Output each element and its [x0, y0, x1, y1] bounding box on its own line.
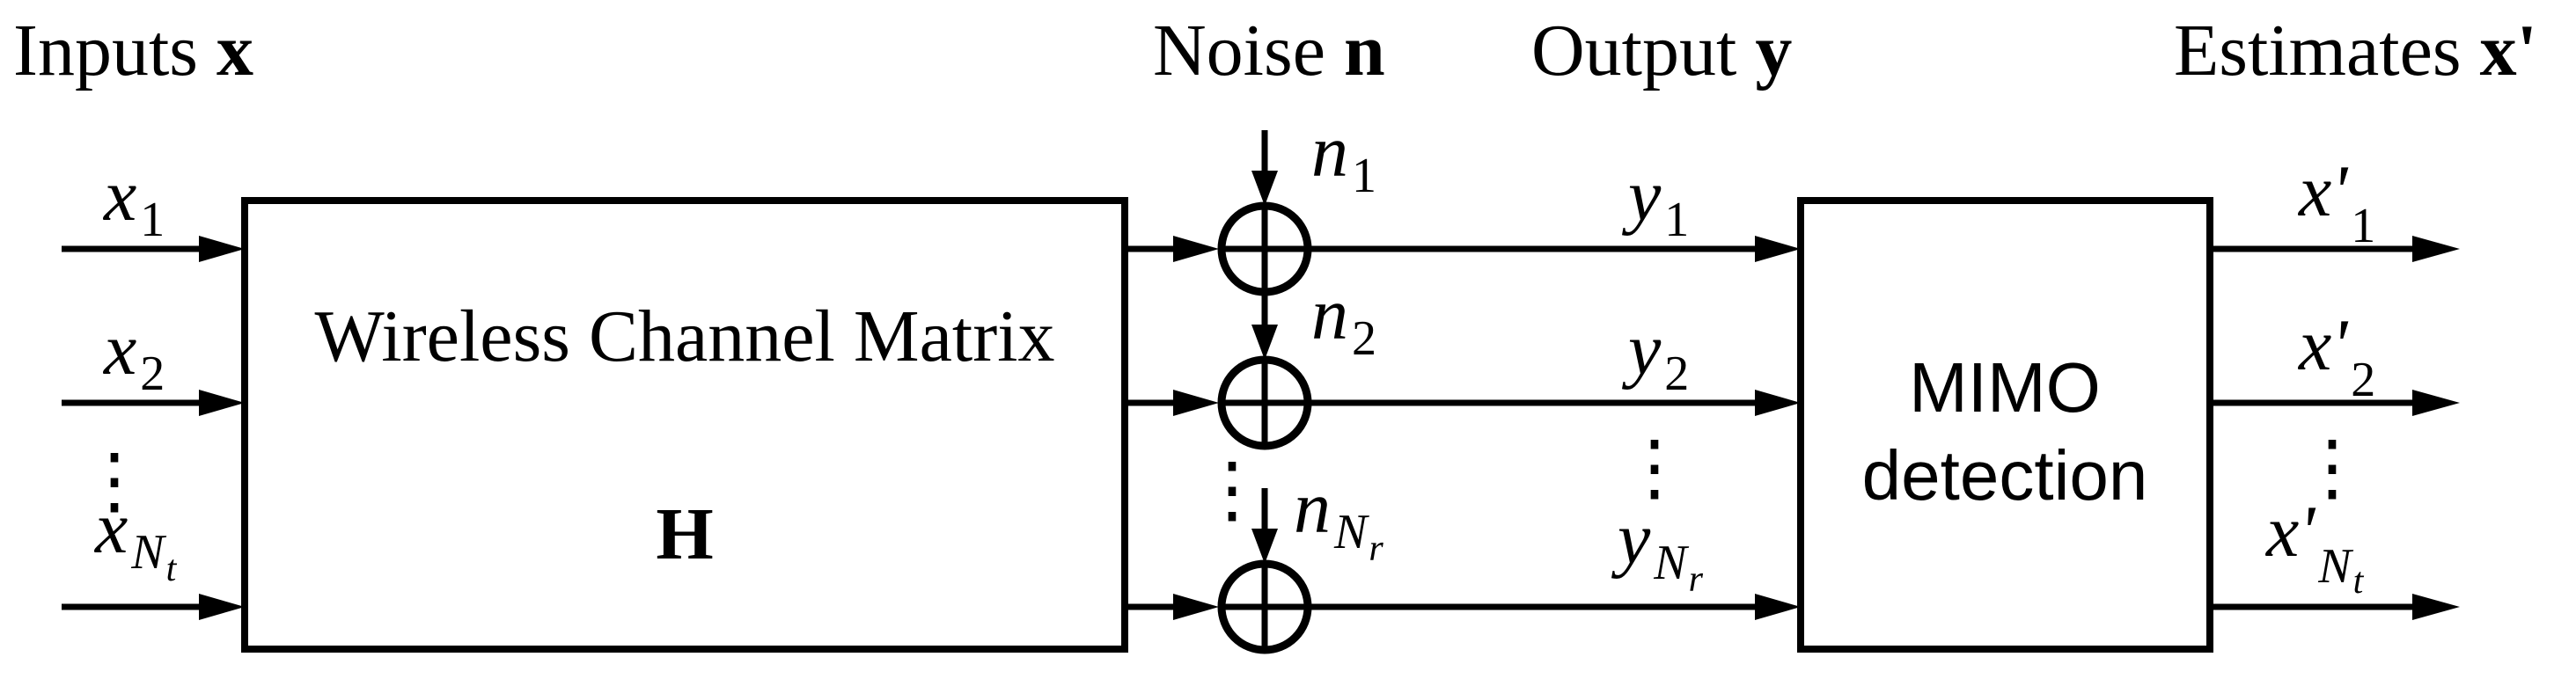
input-arrowhead-1	[199, 236, 245, 262]
mimo-detection-block	[1797, 197, 2213, 653]
noise-arrows	[1251, 130, 1278, 564]
input-arrowhead-2	[199, 390, 245, 416]
estimate-label-2: x'2	[2297, 304, 2375, 407]
adder-1	[1217, 201, 1312, 296]
output-arrows	[1308, 236, 1801, 620]
noise-label-1: n1	[1311, 111, 1376, 203]
mimo-detection-line2: detection	[1862, 436, 2148, 515]
input-label-nt: xNt	[93, 487, 178, 589]
input-label-2: x2	[102, 309, 165, 401]
estimate-ellipsis: ⋮	[2295, 427, 2369, 509]
estimate-label-nt: x'Nt	[2264, 491, 2365, 602]
noise-header: Noise n	[1153, 10, 1385, 91]
output-label-2: y2	[1621, 309, 1689, 401]
adder-nr	[1217, 559, 1312, 654]
output-label-nr: yNr	[1611, 498, 1704, 600]
channel-matrix-block	[241, 197, 1128, 653]
inputs-header: Inputs x	[13, 10, 253, 91]
input-ellipsis: ⋮	[77, 441, 151, 522]
estimate-label-1: x'1	[2297, 150, 2375, 253]
channel-matrix-title: Wireless Channel Matrix	[314, 296, 1054, 377]
estimate-arrows	[2210, 236, 2460, 620]
noise-label-2: n2	[1311, 274, 1376, 366]
input-label-1: x1	[102, 155, 165, 247]
noise-label-nr: nNr	[1294, 467, 1383, 569]
noise-ellipsis: ⋮	[1195, 449, 1269, 531]
estimates-header: Estimates x'	[2174, 10, 2537, 91]
output-header: Output y	[1531, 10, 1792, 91]
input-arrows	[62, 236, 245, 620]
channel-to-adder-arrows	[1125, 236, 1219, 620]
output-label-1: y1	[1621, 155, 1689, 247]
output-ellipsis: ⋮	[1618, 427, 1692, 509]
mimo-detection-line1: MIMO	[1909, 348, 2101, 427]
adder-2	[1217, 355, 1312, 450]
input-arrowhead-nt	[199, 594, 245, 620]
channel-matrix-symbol: H	[656, 493, 713, 575]
